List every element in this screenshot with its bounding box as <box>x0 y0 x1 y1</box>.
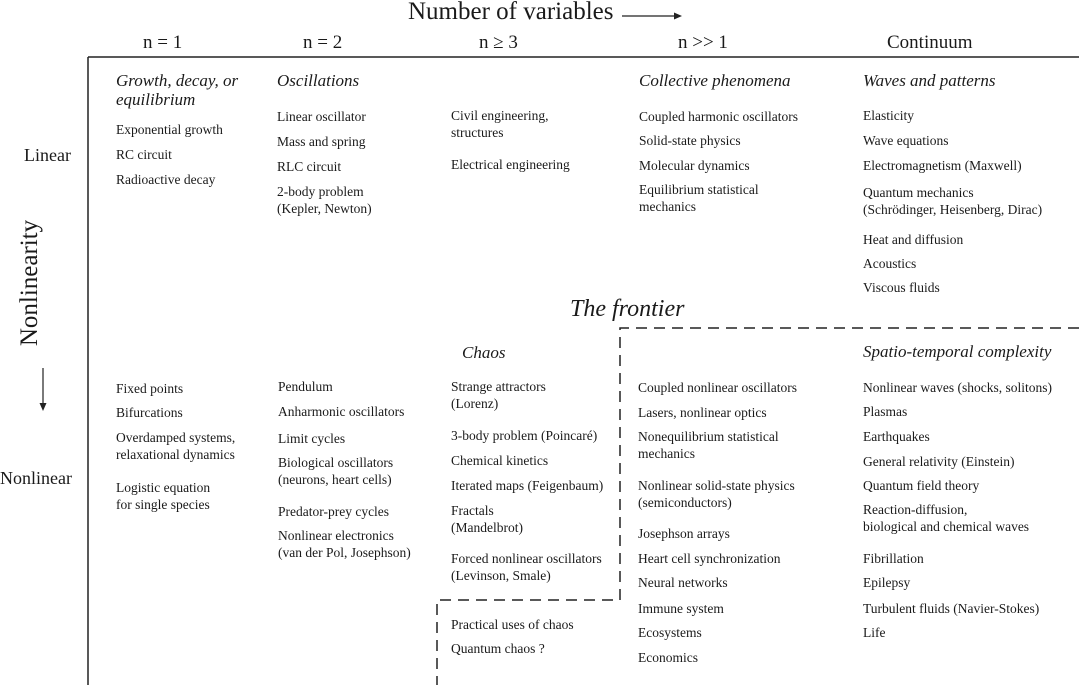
nonlinear-c5-item: Quantum field theory <box>863 478 980 493</box>
linear-c2-item: Linear oscillator <box>277 109 366 124</box>
nonlinear-c3-item: Forced nonlinear oscillators (Levinson, … <box>451 551 602 583</box>
nonlinear-c4-item: Nonequilibrium statistical mechanics <box>638 429 779 461</box>
y-axis-title-text: Nonlinearity <box>16 219 43 347</box>
linear-c5-item: Heat and diffusion <box>863 232 964 247</box>
nonlinear-c3-item: Practical uses of chaos <box>451 617 574 632</box>
variables-right-arrow <box>622 12 682 20</box>
linear-c2-item: 2-body problem (Kepler, Newton) <box>277 184 372 216</box>
frontier-label: The frontier <box>570 296 685 322</box>
nonlinear-c3-item: Strange attractors (Lorenz) <box>451 379 546 411</box>
linear-c2-item: RLC circuit <box>277 159 342 174</box>
nonlinear-c2-item: Predator-prey cycles <box>278 504 390 519</box>
nonlinear-c4-item: Ecosystems <box>638 625 702 640</box>
linear-c4-heading: Collective phenomena <box>639 71 791 90</box>
linear-c1-item: Exponential growth <box>116 122 223 137</box>
nonlinear-c2-item: Nonlinear electronics (van der Pol, Jose… <box>278 528 411 560</box>
linear-c5-heading: Waves and patterns <box>863 71 996 90</box>
nonlinear-c4-item: Neural networks <box>638 575 728 590</box>
nonlinear-c2-item: Pendulum <box>278 379 333 394</box>
nonlinear-c3-item: Fractals (Mandelbrot) <box>451 503 523 535</box>
column-header-n2: n = 2 <box>303 32 343 53</box>
nonlinear-c4-item: Immune system <box>638 601 724 616</box>
column-header-many: n >> 1 <box>678 32 728 53</box>
nonlinear-c5-item: Nonlinear waves (shocks, solitons) <box>863 380 1052 395</box>
row-label-nonlinear: Nonlinear <box>0 468 72 488</box>
linear-c5-item: Viscous fluids <box>863 280 940 295</box>
frontier-dashed-boundary <box>436 327 1079 685</box>
linear-c4-item: Equilibrium statistical mechanics <box>639 182 759 214</box>
nonlinear-c3-heading: Chaos <box>462 343 506 362</box>
nonlinear-c1-item: Logistic equation for single species <box>116 480 211 512</box>
linear-c5-item: Acoustics <box>863 256 917 271</box>
linear-c1-item: RC circuit <box>116 147 172 162</box>
nonlinear-c5-item: General relativity (Einstein) <box>863 454 1015 469</box>
nonlinear-c2-item: Anharmonic oscillators <box>278 404 405 419</box>
nonlinear-c5-heading: Spatio-temporal complexity <box>863 342 1052 361</box>
diagram-title: Number of variables <box>408 0 614 25</box>
linear-c4-item: Solid-state physics <box>639 133 741 148</box>
nonlinear-c2-item: Limit cycles <box>278 431 346 446</box>
linear-c4-item: Coupled harmonic oscillators <box>639 109 798 124</box>
nonlinear-c4-item: Heart cell synchronization <box>638 551 781 566</box>
nonlinear-c5-item: Earthquakes <box>863 429 930 444</box>
linear-c5-item: Quantum mechanics (Schrödinger, Heisenbe… <box>863 185 1043 217</box>
linear-c5-item: Electromagnetism (Maxwell) <box>863 158 1022 173</box>
nonlinear-c3-item: Chemical kinetics <box>451 453 549 468</box>
nonlinear-c5-item: Fibrillation <box>863 551 924 566</box>
nonlinear-c4-item: Lasers, nonlinear optics <box>638 405 767 420</box>
nonlinear-c5-item: Reaction-diffusion, biological and chemi… <box>863 502 1030 534</box>
nonlinear-c1-item: Bifurcations <box>116 405 183 420</box>
column-header-n3: n ≥ 3 <box>479 32 518 53</box>
linear-c2-heading: Oscillations <box>277 71 360 90</box>
nonlinear-c3-item: 3-body problem (Poincaré) <box>451 428 598 443</box>
nonlinear-c4-item: Coupled nonlinear oscillators <box>638 380 797 395</box>
nonlinearity-down-arrow <box>39 368 47 411</box>
linear-c2-item: Mass and spring <box>277 134 366 149</box>
nonlinear-c4-item: Nonlinear solid-state physics (semicondu… <box>638 478 795 510</box>
nonlinear-c4-item: Economics <box>638 650 698 665</box>
nonlinear-c5-item: Epilepsy <box>863 575 911 590</box>
nonlinear-c5-item: Life <box>863 625 886 640</box>
nonlinear-c1-item: Fixed points <box>116 381 184 396</box>
linear-c5-item: Elasticity <box>863 108 914 123</box>
nonlinear-c4-item: Josephson arrays <box>638 526 730 541</box>
column-header-continuum: Continuum <box>887 32 973 53</box>
nonlinear-c1-item: Overdamped systems, relaxational dynamic… <box>116 430 236 462</box>
nonlinear-c3-item: Quantum chaos ? <box>451 641 545 656</box>
linear-c1-heading: Growth, decay, or equilibrium <box>116 71 239 109</box>
linear-c3-item: Electrical engineering <box>451 157 570 172</box>
linear-c4-item: Molecular dynamics <box>639 158 750 173</box>
column-header-n1: n = 1 <box>143 32 183 53</box>
linear-c1-item: Radioactive decay <box>116 172 216 187</box>
row-label-linear: Linear <box>24 145 71 165</box>
nonlinear-c5-item: Plasmas <box>863 404 908 419</box>
nonlinear-c5-item: Turbulent fluids (Navier-Stokes) <box>863 601 1040 616</box>
linear-c5-item: Wave equations <box>863 133 949 148</box>
nonlinear-c3-item: Iterated maps (Feigenbaum) <box>451 478 604 493</box>
linear-c3-item: Civil engineering, structures <box>451 108 549 140</box>
nonlinear-c2-item: Biological oscillators (neurons, heart c… <box>278 455 394 487</box>
